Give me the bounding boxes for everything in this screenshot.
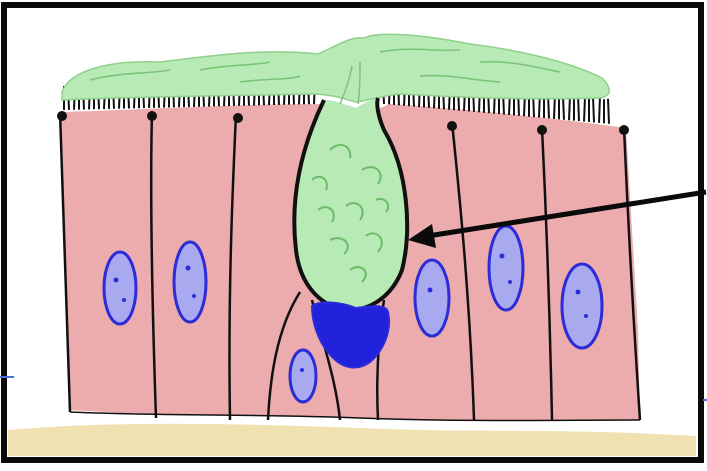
- nucleus-icon: [415, 260, 449, 336]
- nucleus-icon: [562, 264, 602, 348]
- nucleus-icon: [290, 350, 316, 402]
- mucus-layer-icon: [62, 34, 609, 102]
- cilium: [584, 98, 585, 122]
- cilium: [593, 96, 594, 122]
- cilium: [599, 96, 600, 123]
- nucleus-icon: [174, 242, 206, 322]
- cilium: [608, 99, 609, 124]
- nucleus-icon: [104, 252, 136, 324]
- basement-membrane: [8, 424, 696, 456]
- nucleus-icon: [489, 226, 523, 310]
